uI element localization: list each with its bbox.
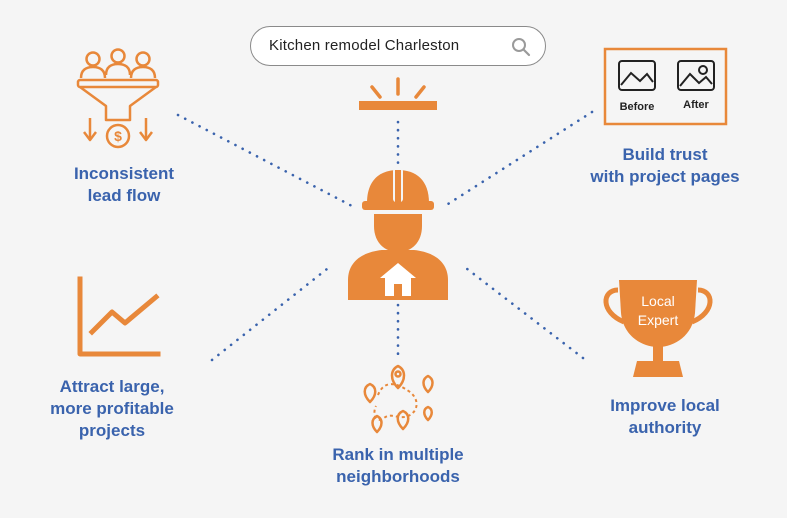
after-caption: After: [683, 99, 709, 111]
connector-bottom-right: [460, 263, 585, 360]
connector-bottom-left: [210, 263, 334, 362]
label-rank: Rank in multiple neighborhoods: [298, 444, 498, 488]
spotlight-icon: [359, 77, 437, 110]
search-query: Kitchen remodel Charleston: [269, 37, 460, 54]
label-trust-line2: with project pages: [590, 167, 740, 186]
trophy-icon: Local Expert: [603, 280, 713, 377]
svg-text:$: $: [114, 128, 122, 144]
map-pins-icon: [363, 364, 434, 434]
growth-chart-icon: [77, 276, 161, 357]
before-after-icon: [603, 47, 728, 126]
connector-top-left: [176, 113, 354, 208]
label-trust-line1: Build trust: [622, 145, 708, 164]
trophy-line2: Expert: [638, 312, 679, 328]
label-authority-line1: Improve local: [610, 396, 720, 415]
label-lead-flow-line1: Inconsistent: [73, 164, 175, 183]
label-lead-flow-line2: lead flow: [87, 186, 161, 205]
label-rank-line2: neighborhoods: [336, 467, 460, 486]
label-authority: Improve local authority: [565, 395, 765, 439]
trophy-line1: Local: [641, 293, 674, 309]
label-profitable-line1: Attract large,: [59, 377, 165, 396]
label-trust: Build trust with project pages: [565, 144, 765, 188]
label-rank-line1: Rank in multiple: [332, 445, 464, 464]
search-bar[interactable]: Kitchen remodel Charleston: [250, 26, 546, 66]
lead-funnel-icon: $: [76, 48, 160, 149]
label-lead-flow: Inconsistent lead flow: [24, 163, 224, 207]
before-caption: Before: [620, 101, 655, 113]
label-authority-line2: authority: [628, 418, 702, 437]
label-profitable-line2: more profitable: [50, 399, 174, 418]
contractor-icon: [348, 168, 448, 300]
label-profitable: Attract large, more profitable projects: [12, 376, 212, 442]
label-profitable-line3: projects: [78, 421, 146, 440]
search-icon[interactable]: [511, 37, 531, 57]
